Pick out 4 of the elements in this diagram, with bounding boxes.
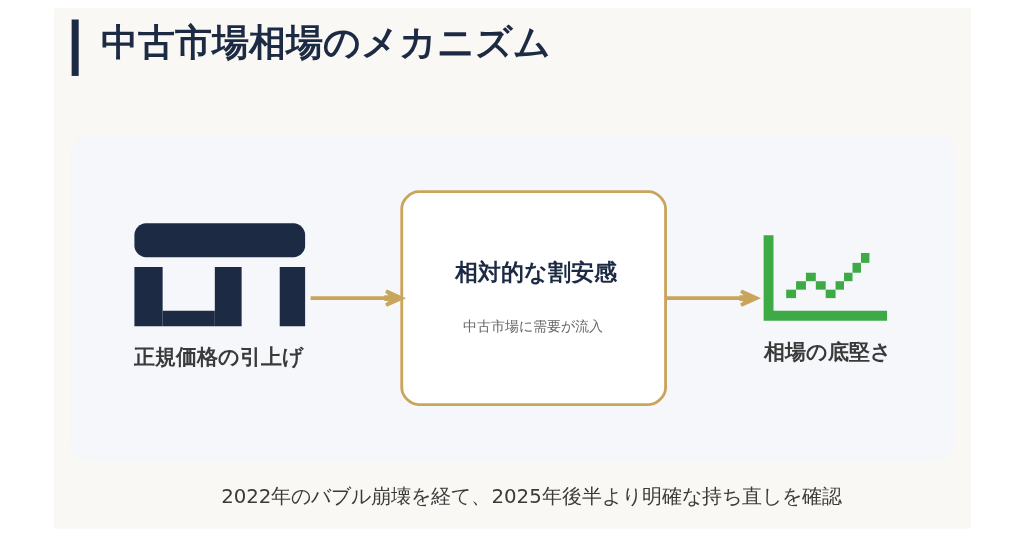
caption: 2022年のバブル崩壊を経て、2025年後半より明確な持ち直しを確認 bbox=[220, 484, 842, 508]
node-label: 正規価格の引上げ bbox=[133, 344, 304, 370]
diagram-title: 中古市場相場のメカニズム bbox=[100, 21, 551, 65]
node-label: 相場の底堅さ bbox=[763, 338, 892, 364]
